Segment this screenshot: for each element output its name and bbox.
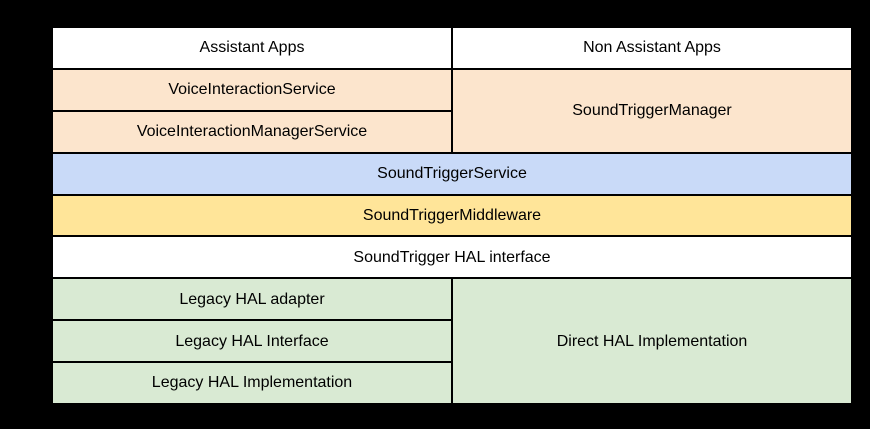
cell-assistant-apps: Assistant Apps xyxy=(53,28,451,68)
cell-direct-hal-implementation: Direct HAL Implementation xyxy=(453,279,851,403)
cell-sound-trigger-service: SoundTriggerService xyxy=(53,153,851,194)
cell-legacy-hal-implementation: Legacy HAL Implementation xyxy=(53,363,451,403)
cell-legacy-hal-adapter: Legacy HAL adapter xyxy=(53,279,451,320)
cell-sound-trigger-hal-interface: SoundTrigger HAL interface xyxy=(53,237,851,278)
cell-sound-trigger-middleware: SoundTriggerMiddleware xyxy=(53,195,851,236)
cell-non-assistant-apps: Non Assistant Apps xyxy=(453,28,851,68)
layer-table: Assistant Apps Non Assistant Apps VoiceI… xyxy=(53,28,851,403)
cell-sound-trigger-manager: SoundTriggerManager xyxy=(453,69,851,152)
cell-voice-interaction-manager-service: VoiceInteractionManagerService xyxy=(53,111,451,152)
cell-voice-interaction-service: VoiceInteractionService xyxy=(53,69,451,110)
cell-legacy-hal-interface: Legacy HAL Interface xyxy=(53,321,451,362)
